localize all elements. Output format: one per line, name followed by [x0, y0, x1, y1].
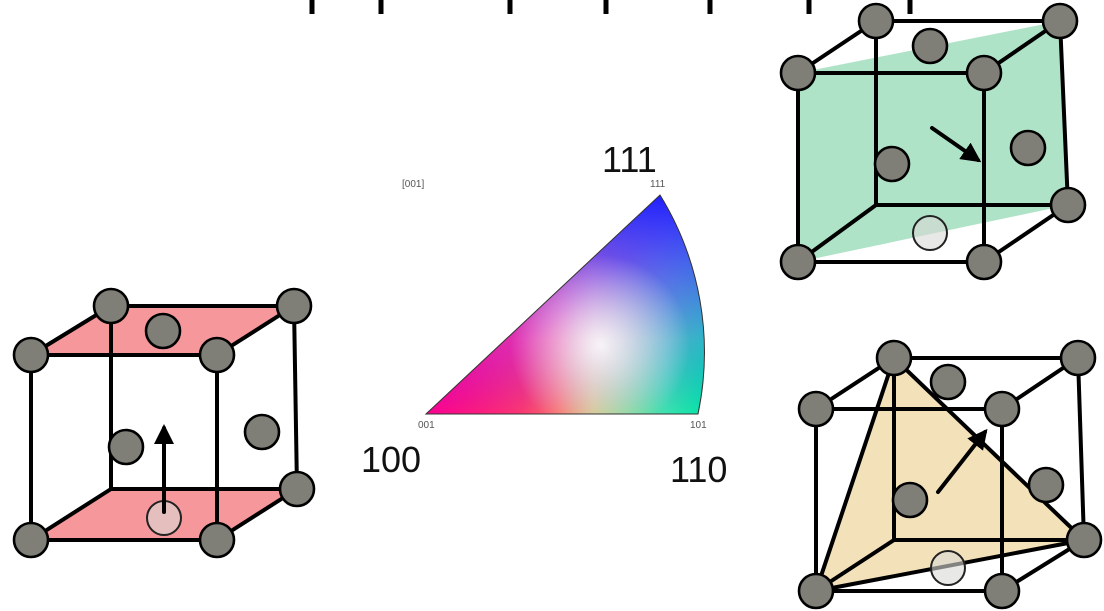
- scale-bar: [309, 0, 913, 14]
- ipf-corner-label-110: 110: [670, 449, 727, 490]
- direction-arrow-111: [936, 428, 988, 494]
- ipf-small-label-111: 111: [650, 179, 666, 190]
- ipf-corner-label-111: 111: [602, 139, 657, 180]
- atom-hidden: [912, 215, 948, 251]
- cube-111: [797, 339, 1103, 610]
- ipf-color-key: [001] 111 001 101 111 100 110: [361, 139, 727, 490]
- atom-hidden: [930, 550, 966, 586]
- ipf-small-label-001: 001: [418, 420, 435, 431]
- ipf-corner-label-100: 100: [361, 439, 421, 480]
- cube-100: [12, 287, 316, 559]
- plane-110: [798, 21, 1068, 262]
- ipf-direction-label: [001]: [402, 179, 424, 190]
- ipf-small-label-101: 101: [690, 420, 707, 431]
- cube-110: [779, 2, 1087, 281]
- direction-arrow-110: [930, 126, 982, 163]
